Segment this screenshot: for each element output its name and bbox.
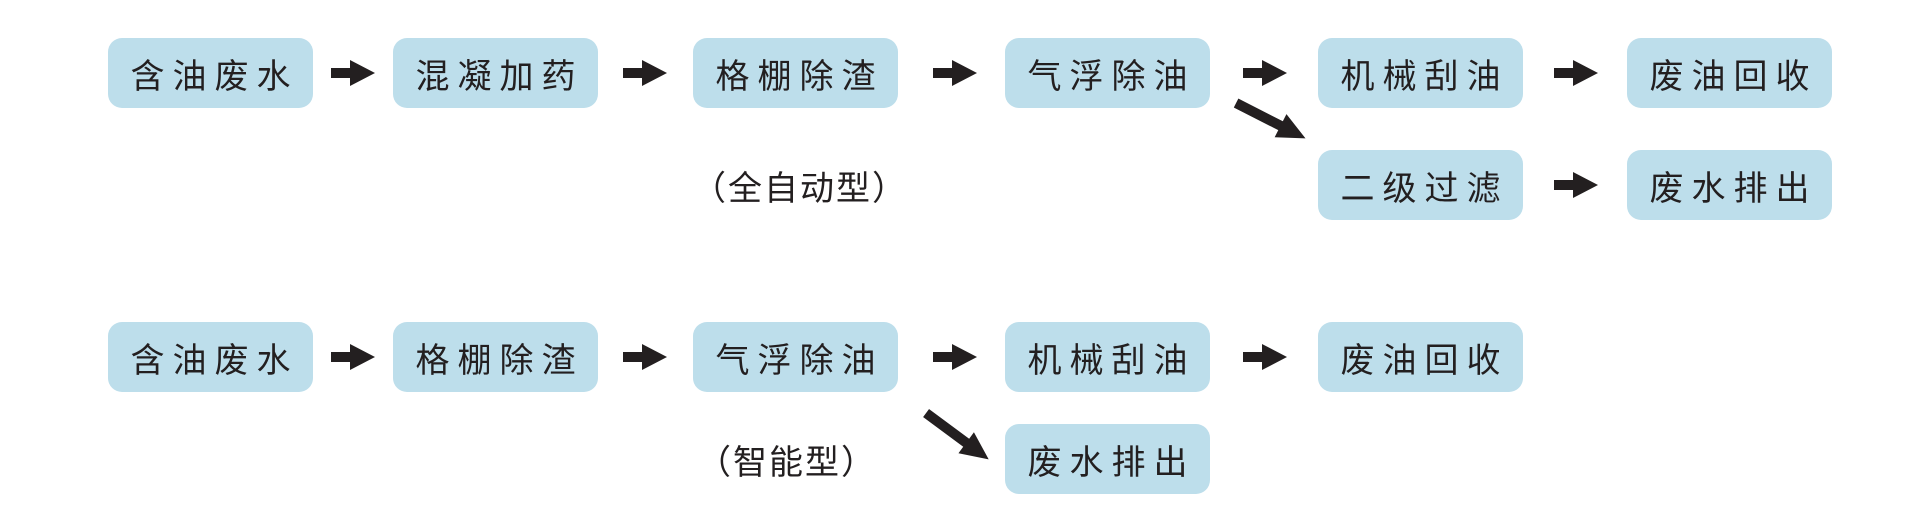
label-fully-automatic-type: （全自动型）	[692, 169, 908, 208]
arrow-right-icon	[1243, 60, 1287, 86]
step-a1-oily-wastewater: 含油废水	[108, 38, 313, 108]
label-intelligent-type: （智能型）	[697, 443, 877, 482]
arrow-right-icon	[623, 60, 667, 86]
step-a4-air-flotation-deoiling: 气浮除油	[1005, 38, 1210, 108]
arrow-right-icon	[933, 344, 977, 370]
step-a5-mechanical-oil-scraping: 机械刮油	[1318, 38, 1523, 108]
arrow-down-right-icon	[1233, 98, 1306, 139]
step-b2-screen-deslagging: 格棚除渣	[393, 322, 598, 392]
arrow-right-icon	[1243, 344, 1287, 370]
step-a2-coagulation-dosing: 混凝加药	[393, 38, 598, 108]
step-a6-waste-oil-recovery: 废油回收	[1627, 38, 1832, 108]
arrow-right-icon	[623, 344, 667, 370]
step-a7-secondary-filtration: 二级过滤	[1318, 150, 1523, 220]
step-b4-mechanical-oil-scraping: 机械刮油	[1005, 322, 1210, 392]
arrow-right-icon	[1554, 60, 1598, 86]
arrow-right-icon	[331, 344, 375, 370]
arrow-down-right-icon	[923, 408, 989, 460]
step-b6-wastewater-discharge: 废水排出	[1005, 424, 1210, 494]
step-a8-wastewater-discharge: 废水排出	[1627, 150, 1832, 220]
step-b5-waste-oil-recovery: 废油回收	[1318, 322, 1523, 392]
step-b1-oily-wastewater: 含油废水	[108, 322, 313, 392]
step-a3-screen-deslagging: 格棚除渣	[693, 38, 898, 108]
arrow-right-icon	[331, 60, 375, 86]
arrow-right-icon	[933, 60, 977, 86]
arrow-right-icon	[1554, 172, 1598, 198]
step-b3-air-flotation-deoiling: 气浮除油	[693, 322, 898, 392]
